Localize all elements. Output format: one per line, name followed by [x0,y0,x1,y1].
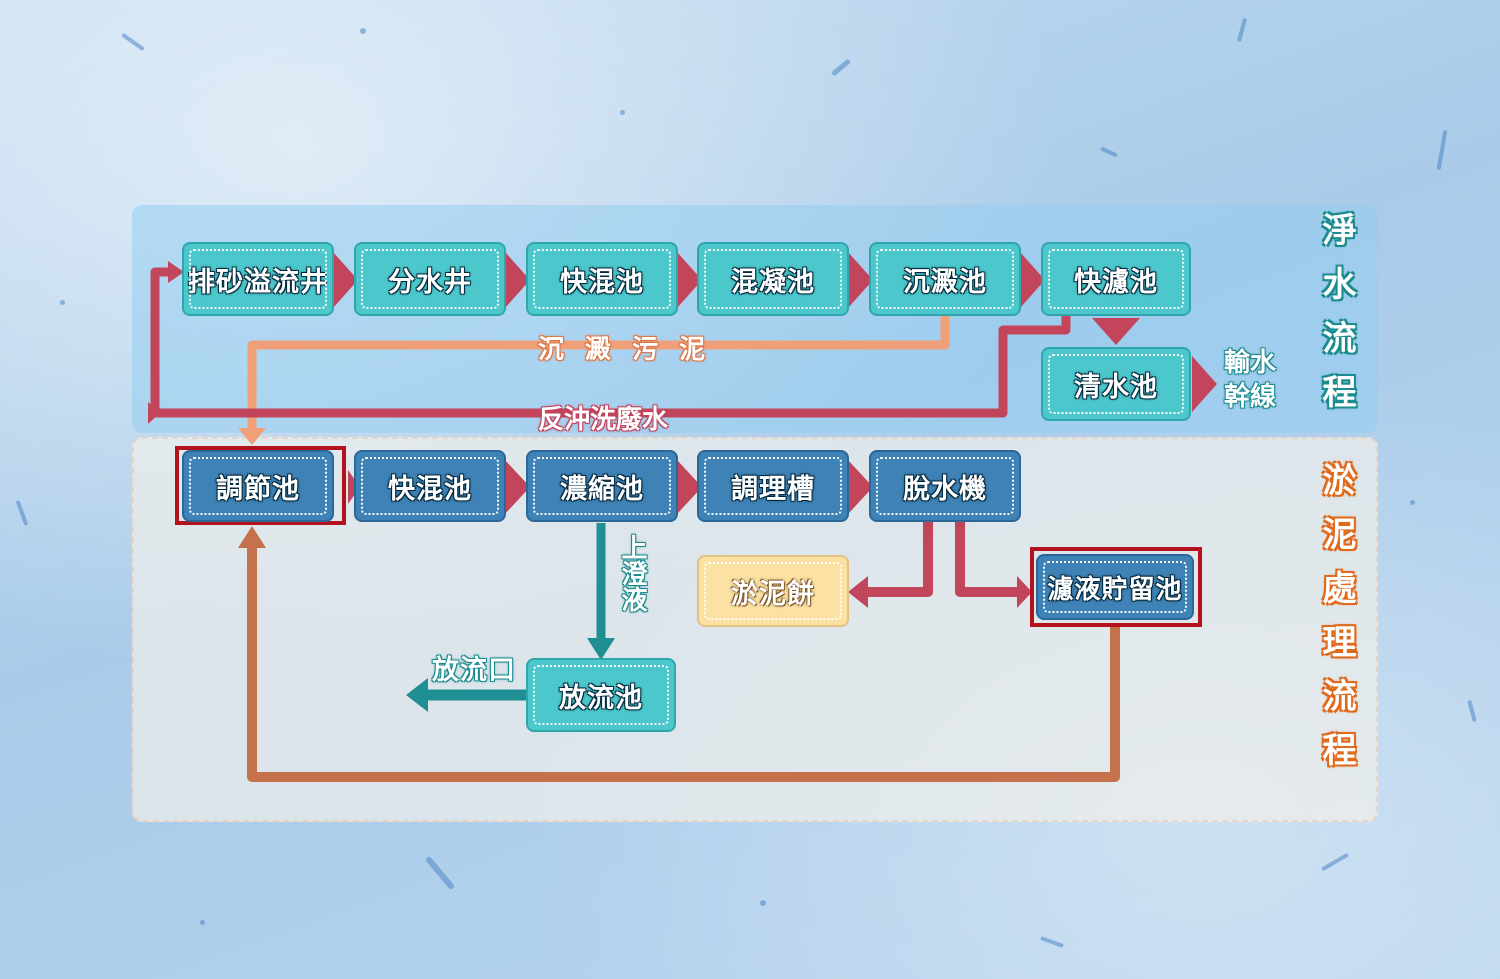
sludge-arrow-2 [505,460,530,514]
discharge-pool-label: 放流池 [559,682,643,714]
supernatant-label: 上澄液 [617,534,647,612]
sediment-sludge-label: 沉 澱 污 泥 [538,335,712,365]
conditioning-tank-box: 調理槽 [697,450,849,522]
sludge-cake-box: 淤泥餅 [697,555,849,627]
clear-water-tank-label: 清水池 [1074,371,1158,403]
sedimentation-tank-label: 沉澱池 [903,266,987,298]
to-sludge-cake-line [866,522,933,597]
water-process-title: 淨水流程 [1316,212,1356,428]
filtrate-return-arrowhead [238,526,266,548]
rapid-filter-label: 快濾池 [1074,266,1158,298]
clear-water-tank-box: 清水池 [1041,347,1191,421]
to-filtrate-arrowhead [1017,576,1032,608]
sludge-arrow-3 [677,460,702,514]
distribution-well-label: 分水井 [388,266,472,298]
dewatering-machine-label: 脫水機 [903,473,987,505]
equalization-tank-box: 調節池 [182,450,334,522]
equalization-tank-highlight [175,446,346,525]
thickener-box: 濃縮池 [526,450,678,522]
sludge-arrow-4 [848,460,873,514]
to-sludge-cake-arrowhead [848,576,868,608]
backwash-arrowhead-right [168,261,184,283]
sludge-rapid-mix-box: 快混池 [354,450,506,522]
sludge-rapid-mix-label: 快混池 [388,473,472,505]
flow-arrow-4 [848,252,873,308]
flow-arrow-down-clear [1092,318,1140,345]
flow-arrow-1 [333,252,358,308]
grit-overflow-well-box: 排砂溢流井 [182,242,334,316]
outlet-label: 放流口 [432,655,516,686]
distribution-well-box: 分水井 [354,242,506,316]
rapid-mix-tank-box: 快混池 [526,242,678,316]
flow-arrow-5 [1020,252,1045,308]
sludge-cake-label: 淤泥餅 [731,578,815,610]
rapid-filter-box: 快濾池 [1041,242,1191,316]
filtrate-pool-box: 濾液貯留池 [1036,554,1194,620]
coagulation-tank-label: 混凝池 [731,266,815,298]
sludge-process-title: 淤泥處理流程 [1316,462,1356,786]
filtrate-pool-highlight [1030,547,1202,627]
discharge-pool-box: 放流池 [526,658,676,732]
equalization-tank-label: 調節池 [216,473,300,505]
outlet-arrowhead [406,678,428,712]
sedimentation-tank-box: 沉澱池 [869,242,1021,316]
backwash-line [150,267,1071,418]
filtrate-pool-label: 濾液貯留池 [1047,574,1183,605]
backwash-label: 反沖洗廢水 [538,405,669,435]
sediment-sludge-arrowhead [238,428,266,445]
backwash-arrowhead-left [148,402,160,424]
rapid-mix-tank-label: 快混池 [560,266,644,298]
flow-arrow-3 [677,252,702,308]
filtrate-return-line [247,545,1120,782]
supernatant-arrowhead [587,638,615,660]
sediment-sludge-line [247,316,950,432]
dewatering-machine-box: 脫水機 [869,450,1021,522]
thickener-label: 濃縮池 [560,473,644,505]
flow-arrow-2 [505,252,530,308]
conditioning-tank-label: 調理槽 [731,473,815,505]
to-filtrate-line [955,522,1020,597]
coagulation-tank-box: 混凝池 [697,242,849,316]
grit-overflow-well-label: 排砂溢流井 [188,266,328,298]
flow-arrow-output [1192,356,1217,412]
output-main-label: 輸水幹線 [1224,348,1277,412]
